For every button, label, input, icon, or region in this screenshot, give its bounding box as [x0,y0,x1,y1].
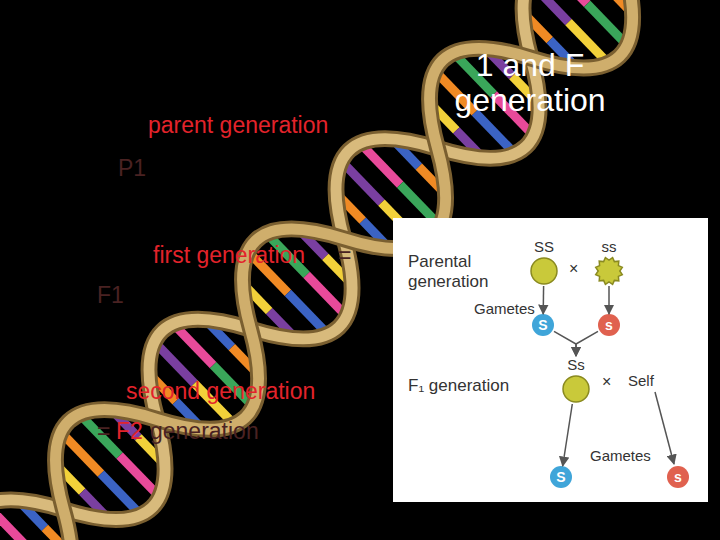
allele-label: S [538,318,547,332]
connector-arrow [554,331,576,356]
slide-text: generation [150,418,259,444]
pea-outline [596,258,623,285]
pea-plant: ss [589,238,629,286]
cross-symbol: × [602,373,611,391]
slide-text: F2 [116,418,143,444]
generation-label: F₁ generation [408,376,509,396]
genotype-label: SS [534,238,554,256]
allele-label: S [556,470,565,484]
genotype-label: Ss [567,356,585,374]
gamete-circle: s [667,466,689,488]
pea-shape [594,256,624,286]
pea-plant: Ss [556,356,596,404]
generation-label: Parental generation [408,252,518,291]
pea-plant: SS [524,238,564,286]
slide-text: second generation [126,378,315,404]
gametes-label: Gametes [590,447,651,464]
pea-outline [531,258,557,284]
cross-symbol: × [569,260,578,278]
genotype-label: ss [602,238,617,256]
slide-text: = [338,242,351,268]
slide-title: 1 and F generation [445,48,615,118]
pea-outline [563,376,589,402]
slide-text: first generation [153,242,305,268]
slide-text: parent generation [148,112,328,138]
connector-arrow [576,331,598,356]
slide-text: P1 [118,155,146,181]
gamete-circle: S [550,466,572,488]
slide-text: = [97,418,110,444]
self-label: Self [628,372,654,389]
allele-label: s [674,470,682,484]
pea-shape [529,256,559,286]
connector-arrow [542,286,544,314]
connector-arrow [608,286,610,314]
gamete-circle: S [532,314,554,336]
allele-label: s [605,318,613,332]
self-arrow [655,392,674,464]
slide-text: F1 [97,282,124,308]
gamete-circle: s [598,314,620,336]
pea-shape [561,374,591,404]
connector-arrow [563,404,573,466]
gametes-label: Gametes [474,300,535,317]
